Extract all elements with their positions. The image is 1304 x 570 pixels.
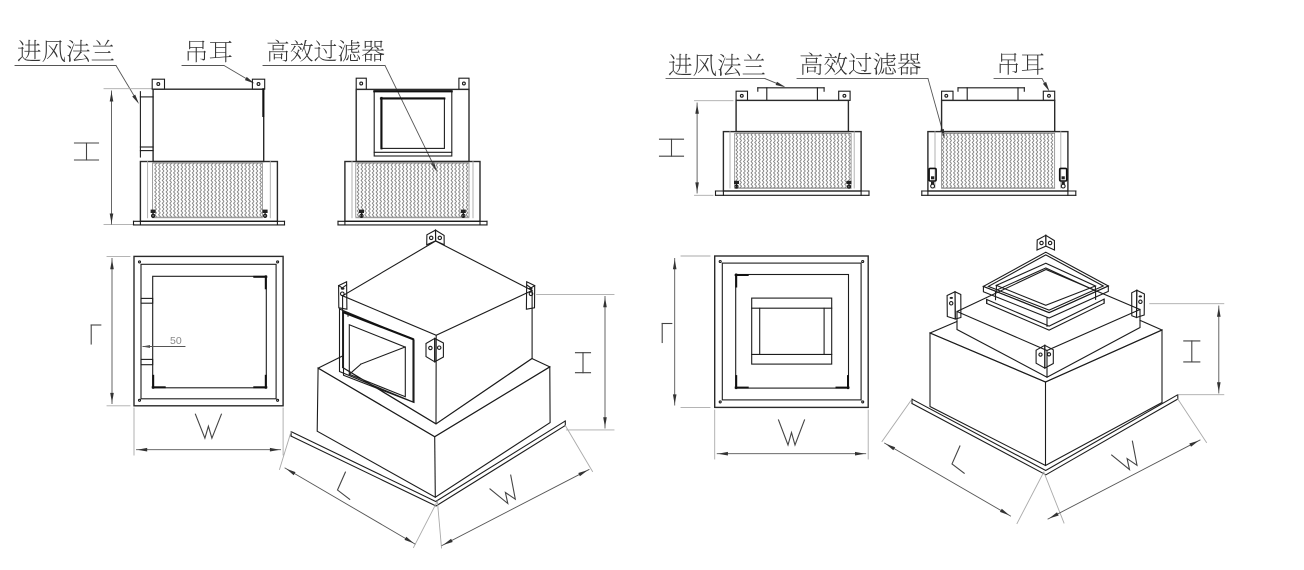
svg-text:50: 50 bbox=[170, 335, 182, 347]
